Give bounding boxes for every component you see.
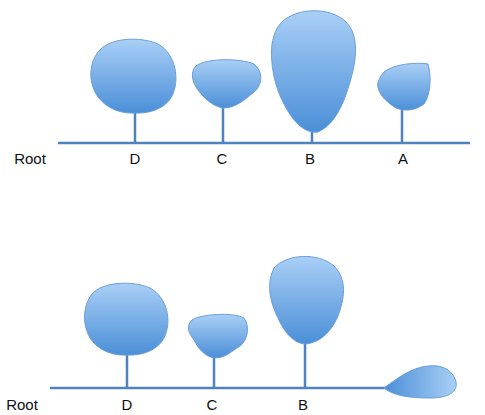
stalk [304,342,307,388]
leaf-blob [272,11,356,132]
stalk [134,110,137,143]
leaf-blob [91,39,176,113]
leaf-blob [188,314,247,358]
stalk [401,108,404,143]
root-label: Root [6,396,38,414]
node-label: B [305,150,315,168]
node-label: D [122,396,133,414]
stalk [222,106,225,143]
root-label: Root [14,150,46,168]
leaf-blob [378,63,430,110]
node-label: A [398,150,408,168]
stalk [213,355,216,388]
node-label: D [130,150,141,168]
node-label: B [298,396,308,414]
fallen-leaf-blob [384,366,456,398]
leaf-blob [270,256,344,344]
stalk [126,352,129,388]
node-label: C [207,396,218,414]
leaf-blob [192,60,260,108]
root-line [50,387,392,390]
leaf-blob [85,283,168,355]
root-line [58,142,470,145]
node-label: C [217,150,228,168]
